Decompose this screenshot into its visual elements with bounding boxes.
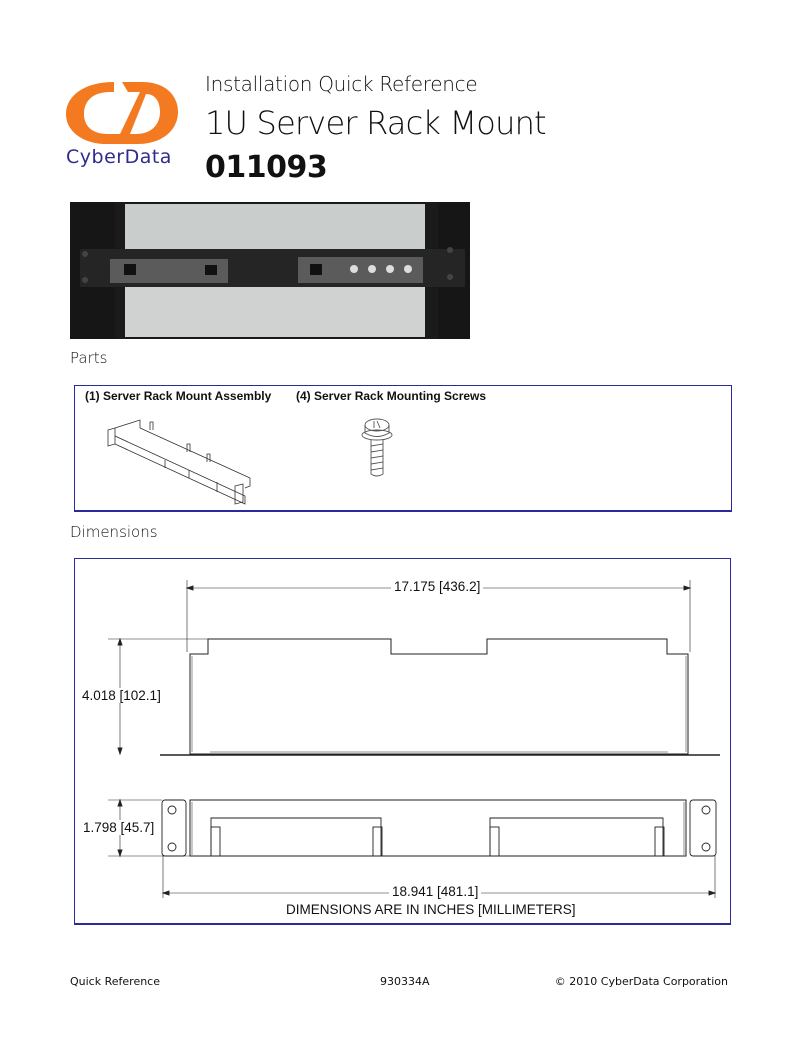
section-heading-parts: Parts <box>70 349 108 367</box>
document-title: 1U Server Rack Mount <box>205 104 547 142</box>
dimension-width-top: 17.175 [436.2] <box>391 579 484 594</box>
footer-right: © 2010 CyberData Corporation <box>554 975 728 988</box>
footer-left: Quick Reference <box>70 975 160 988</box>
brand-name: CyberData <box>66 146 172 168</box>
rack-mount-assembly-illustration <box>107 419 251 505</box>
product-photo <box>70 202 470 339</box>
dimension-height-top: 4.018 [102.1] <box>79 688 164 703</box>
dimension-width-overall: 18.941 [481.1] <box>389 884 482 899</box>
dimension-units-note: DIMENSIONS ARE IN INCHES [MILLIMETERS] <box>283 902 579 917</box>
parts-box: (1) Server Rack Mount Assembly (4) Serve… <box>74 385 732 512</box>
footer-center: 930334A <box>380 975 430 988</box>
part-label-screws: (4) Server Rack Mounting Screws <box>296 389 487 403</box>
document-subtitle: Installation Quick Reference <box>205 72 478 96</box>
cyberdata-logo: CyberData <box>62 78 182 170</box>
dimensions-box <box>74 558 731 925</box>
section-heading-dimensions: Dimensions <box>70 523 158 541</box>
part-number: 011093 <box>205 150 328 185</box>
part-label-assembly: (1) Server Rack Mount Assembly <box>85 389 272 403</box>
screw-illustration <box>361 418 393 477</box>
dimension-height-front: 1.798 [45.7] <box>80 820 158 835</box>
